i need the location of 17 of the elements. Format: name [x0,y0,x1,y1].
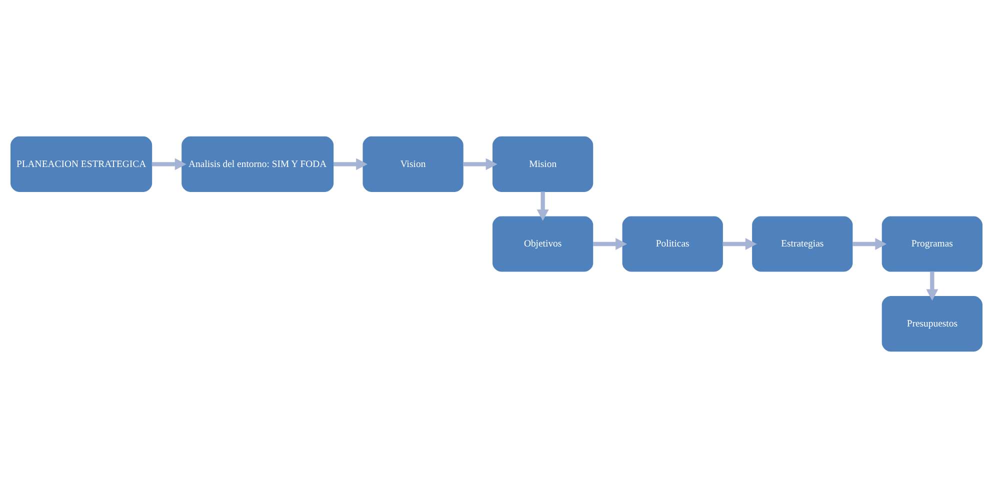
arrow [722,238,757,250]
node-box: PLANEACION ESTRATEGICA [10,136,152,192]
node-box: Programas [882,216,982,272]
node-box: Presupuestos [882,296,982,352]
arrow [926,270,938,300]
node-box: Objetivos [492,216,594,272]
node-box: Politicas [622,216,723,272]
arrow [334,158,368,170]
arrow [152,158,186,170]
node-box: Mision [492,136,594,192]
arrow [852,238,887,250]
arrow [536,191,549,220]
node-box: Vision [362,136,464,192]
arrow [593,238,628,250]
arrow [463,158,498,170]
node-box: Estrategias [752,216,853,272]
node-box: Analisis del entorno: SIM Y FODA [182,136,334,192]
